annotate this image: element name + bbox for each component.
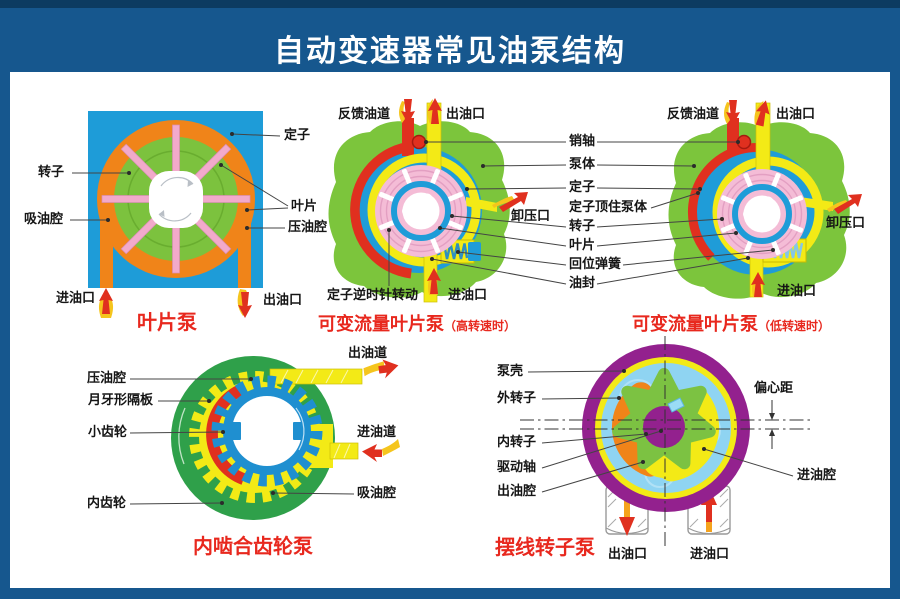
- gerotor-label-inner-rotor: 内转子: [497, 435, 537, 450]
- vvp-high-title-condition: （高转速时）: [444, 319, 517, 333]
- vvp-high-label-relief-port: 卸压口: [511, 209, 551, 224]
- vane-pump-label-inlet-port: 进油口: [56, 291, 96, 306]
- outlet-flow-arrow-icon: [427, 98, 442, 124]
- gear-pump-label-inlet-passage: 进油道: [357, 425, 397, 440]
- vane-pump-label-suction-chamber: 吸油腔: [24, 212, 64, 227]
- gear-pump-label-crescent-plate: 月牙形隔板: [88, 393, 154, 408]
- vvp-high-title-main: 可变流量叶片泵: [318, 314, 444, 335]
- pin-icon: [411, 134, 427, 150]
- vvp-low-label-outlet-port: 出油口: [776, 107, 816, 122]
- variable-vane-pump-low-diagram: [668, 100, 862, 299]
- vvp-high-title: 可变流量叶片泵（高转速时）: [318, 310, 516, 336]
- centerlines: [520, 336, 812, 546]
- relief-arrow-icon: [492, 192, 528, 212]
- inlet-flow-arrow-icon: [98, 288, 114, 318]
- outlet-flow-arrow-icon: [624, 489, 630, 519]
- callout-vane: 叶片: [569, 238, 596, 253]
- callout-pin: 销轴: [569, 134, 596, 149]
- vane-pump-diagram: [70, 111, 289, 318]
- callout-dots: [424, 140, 775, 261]
- callout-oil-seal: 油封: [569, 276, 596, 291]
- vvp-low-title: 可变流量叶片泵（低转速时）: [632, 310, 830, 336]
- internal-gear-pump-diagram: [129, 356, 400, 520]
- rotation-arrow-icon: [178, 407, 186, 465]
- vane-blades: [101, 124, 251, 274]
- gerotor-label-outer-rotor: 外转子: [497, 391, 537, 406]
- vane-pump-label-vane: 叶片: [291, 199, 318, 214]
- vvp-low-title-condition: （低转速时）: [758, 319, 831, 333]
- gear-pump-title: 内啮合齿轮泵: [193, 534, 313, 558]
- callout-rotor: 转子: [569, 219, 596, 234]
- vane-pump-label-rotor: 转子: [38, 165, 65, 180]
- vane-pump-label-pressure-chamber: 压油腔: [288, 220, 328, 235]
- callout-pump-body: 泵体: [569, 157, 596, 172]
- outlet-flow-arrow-icon: [237, 289, 252, 318]
- inlet-flow-arrow-icon: [706, 502, 712, 524]
- outlet-flow-arrow-icon: [363, 359, 399, 379]
- drive-shaft-shape: [643, 406, 685, 448]
- vvp-high-label-feedback-passage: 反馈油道: [338, 107, 391, 122]
- gerotor-label-inlet-chamber: 进油腔: [797, 468, 837, 483]
- gear-pump-label-small-gear: 小齿轮: [88, 425, 128, 440]
- vane-pump-label-stator: 定子: [284, 128, 311, 143]
- inlet-flow-arrow-icon: [427, 268, 441, 295]
- relief-arrow-icon: [827, 194, 862, 214]
- gear-pump-label-pressure-chamber: 压油腔: [87, 371, 127, 386]
- shared-callout-lines: [426, 141, 774, 285]
- vvp-low-title-main: 可变流量叶片泵: [632, 314, 758, 335]
- outlet-flow-arrow-icon: [754, 100, 770, 127]
- poster-title: 自动变速器常见油泵结构: [274, 34, 626, 69]
- variable-vane-pump-high-diagram: [328, 98, 528, 303]
- gerotor-label-inlet-port: 进油口: [690, 547, 730, 562]
- gerotor-label-outlet-port: 出油口: [608, 547, 648, 562]
- gear-pump-label-suction-chamber: 吸油腔: [357, 486, 397, 501]
- vvp-low-label-inlet-port: 进油口: [777, 284, 817, 299]
- inlet-flow-arrow-icon: [751, 272, 765, 297]
- gerotor-label-outlet-chamber: 出油腔: [497, 484, 537, 499]
- vvp-low-label-relief-port: 卸压口: [826, 216, 866, 231]
- gear-pump-label-outlet-passage: 出油道: [348, 346, 388, 361]
- gerotor-label-eccentricity: 偏心距: [754, 381, 794, 396]
- vvp-high-label-inlet-port: 进油口: [448, 288, 488, 303]
- rotation-arrow-icon: [158, 212, 192, 222]
- gerotor-label-pump-housing: 泵壳: [497, 364, 524, 379]
- callout-stator-against-body: 定子顶住泵体: [569, 200, 648, 215]
- gerotor-label-drive-shaft: 驱动轴: [497, 460, 537, 475]
- feedback-arrow-icon: [724, 100, 740, 125]
- rotation-arrow-icon: [160, 176, 194, 187]
- gerotor-pump-diagram: [520, 336, 812, 546]
- return-spring-icon: [442, 243, 469, 260]
- gerotor-pump-title: 摆线转子泵: [495, 535, 595, 559]
- vvp-low-label-feedback-passage: 反馈油道: [667, 107, 720, 122]
- gear-pump-label-internal-gear: 内齿轮: [87, 496, 127, 511]
- outlet-channel: [269, 368, 363, 385]
- callout-return-spring: 回位弹簧: [569, 257, 622, 272]
- top-border-strip: [0, 0, 900, 8]
- vvp-high-label-stator-rotation: 定子逆时针转动: [327, 288, 419, 303]
- vane-pump-leader-lines: [70, 133, 289, 229]
- vane-pump-label-outlet-port: 出油口: [263, 293, 303, 308]
- vvp-high-label-outlet-port: 出油口: [446, 107, 486, 122]
- rotor-vane-slots: [378, 168, 464, 254]
- callout-stator: 定子: [569, 180, 596, 195]
- vane-pump-title: 叶片泵: [137, 310, 197, 334]
- feedback-arrow-icon: [399, 99, 415, 124]
- inlet-flow-arrow-icon: [362, 439, 400, 462]
